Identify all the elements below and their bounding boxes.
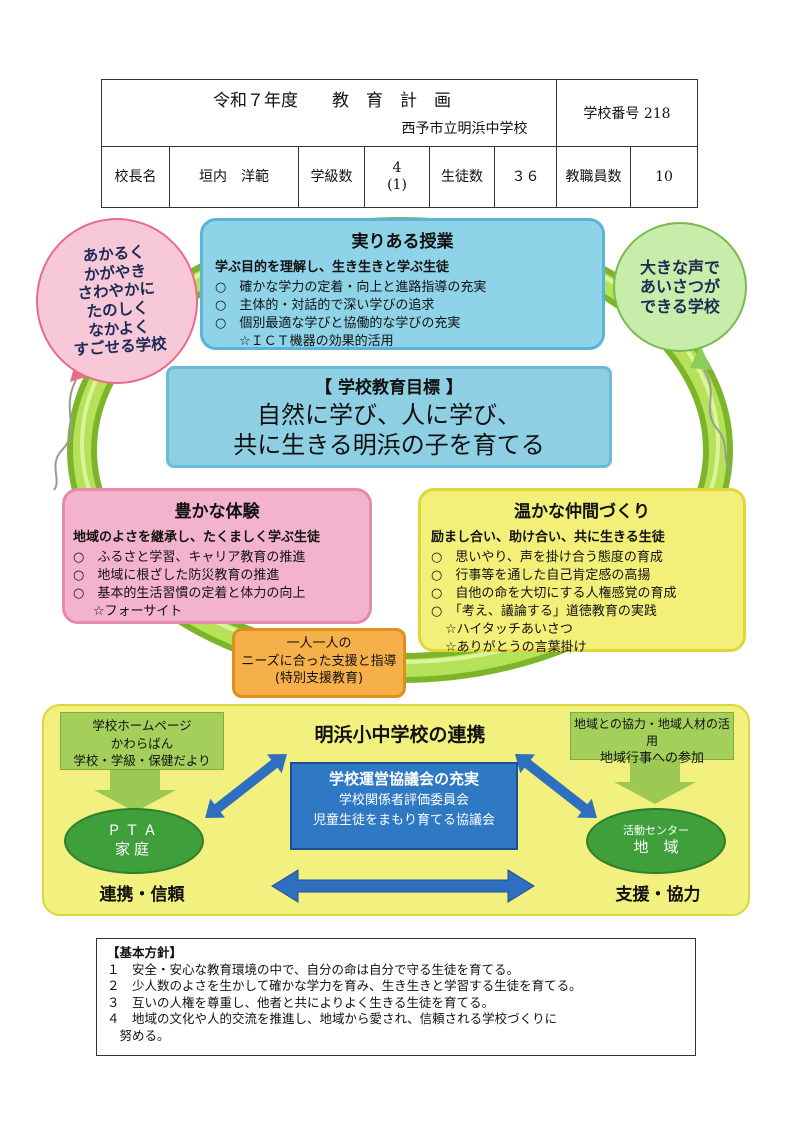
policy-item: ４ 地域の文化や人的交流を推進し、地域から愛され、信頼される学校づくりに (107, 1011, 558, 1026)
experience-item: ○ ふるさと学習、キャリア教育の推進 (73, 550, 306, 565)
classes-sub: (1) (387, 177, 407, 193)
classes-label: 学級数 (310, 168, 353, 185)
goal-panel: 【 学校教育目標 】 自然に学び、人に学び、 共に生きる明浜の子を育てる (166, 366, 612, 468)
goal-line2: 共に生きる明浜の子を育てる (233, 431, 545, 459)
policy-item: ３ 互いの人権を尊重し、他者と共によりよく生きる生徒を育てる。 (107, 994, 495, 1010)
friends-item: ☆ありがとうの言葉掛け (445, 639, 587, 655)
friends-subtitle: 励まし合い、助け合い、共に生きる生徒 (431, 530, 665, 545)
staff-value: 10 (655, 168, 673, 185)
experience-panel: 豊かな体験 地域のよさを継承し、たくましく学ぶ生徒 ○ ふるさと学習、キャリア教… (62, 488, 372, 624)
lessons-item: ○ 個別最適な学びと協働的な学びの充実 (215, 315, 461, 331)
policy-item: １ 安全・安心な教育環境の中で、自分の命は自分で守る生徒を育てる。 (107, 961, 520, 977)
school-info-line: 学校ホームページ (92, 718, 192, 733)
header-table: 令和７年度 教 育 計 画 西予市立明浜中学校 学校番号 218 校長名 垣内 … (101, 79, 698, 208)
experience-item: ○ 地域に根ざした防災教育の推進 (73, 567, 280, 583)
pta-label: ＰＴＡ (107, 823, 161, 840)
friends-item: ○ 行事等を通した自己肯定感の高揚 (431, 567, 651, 583)
home-label: 家庭 (114, 840, 153, 859)
balloon-right-line: 大きな声で (639, 258, 720, 278)
friends-item: ○ 自他の命を大切にする人権感覚の育成 (431, 585, 677, 601)
support-line: (特別支援教育) (274, 671, 364, 687)
left-caption: 連携・信頼 (99, 885, 185, 905)
community-info-box: 地域との協力・地域人材の活用 地域行事への参加 (570, 712, 734, 766)
classes-value: 4 (1) (365, 147, 429, 207)
policy-box: 【基本方針】 １ 安全・安心な教育環境の中で、自分の命は自分で守る生徒を育てる。… (96, 938, 696, 1056)
school-info-box: 学校ホームページ かわらばん 学校・学級・保健だより (60, 712, 224, 770)
lessons-subtitle: 学ぶ目的を理解し、生き生きと学ぶ生徒 (215, 260, 450, 275)
pta-oval: ＰＴＡ 家庭 (64, 808, 204, 874)
lessons-item: ☆ＩＣＴ機器の効果的活用 (239, 333, 394, 349)
principal-name: 垣内 洋範 (199, 168, 269, 185)
community-info-line: 地域行事への参加 (599, 750, 704, 766)
school-name: 西予市立明浜中学校 (401, 120, 528, 137)
balloon-right-line: あいさつが (639, 277, 720, 297)
council-line: 学校関係者評価委員会 (338, 792, 469, 808)
students-value: ３６ (511, 168, 540, 185)
school-info-line: かわらばん (110, 735, 174, 751)
balloon-right: 大きな声で あいさつが できる学校 (613, 222, 747, 352)
friends-title: 温かな仲間づくり (514, 502, 650, 522)
region-label: 地 域 (633, 838, 679, 857)
community-oval: 活動センター 地 域 (586, 808, 726, 874)
policy-item: 努める。 (107, 1027, 170, 1043)
center-label: 活動センター (623, 824, 689, 838)
right-caption: 支援・協力 (615, 885, 701, 905)
staff-label: 教職員数 (565, 168, 622, 185)
policy-heading: 【基本方針】 (107, 945, 183, 960)
experience-item: ☆フォーサイト (93, 603, 183, 619)
community-info-line: 地域との協力・地域人材の活用 (574, 717, 730, 748)
lessons-item: ○ 確かな学力の定着・向上と進路指導の充実 (215, 280, 487, 295)
support-line: 一人一人の (286, 636, 352, 651)
council-title: 学校運営協議会の充実 (328, 770, 479, 788)
goal-label: 【 学校教育目標 】 (315, 378, 463, 398)
experience-subtitle: 地域のよさを継承し、たくましく学ぶ生徒 (73, 530, 321, 545)
friends-item: ☆ハイタッチあいさつ (445, 621, 573, 637)
classes-count: 4 (392, 160, 402, 177)
principal-label: 校長名 (114, 168, 157, 185)
experience-title: 豊かな体験 (174, 502, 260, 522)
council-box: 学校運営協議会の充実 学校関係者評価委員会 児童生徒をまもり育てる協議会 (290, 762, 518, 850)
special-support-panel: 一人一人の ニーズに合った支援と指導 (特別支援教育) (232, 628, 406, 698)
friends-item: ○ 思いやり、声を掛け合う態度の育成 (431, 550, 663, 565)
experience-item: ○ 基本的生活習慣の定着と体力の向上 (73, 585, 306, 601)
lessons-panel: 実りある授業 学ぶ目的を理解し、生き生きと学ぶ生徒 ○ 確かな学力の定着・向上と… (200, 218, 605, 350)
policy-item: ２ 少人数のよさを生かして確かな学力を育み、生き生きと学習する生徒を育てる。 (107, 978, 582, 993)
school-number: 学校番号 218 (583, 105, 671, 122)
school-info-line: 学校・学級・保健だより (73, 753, 211, 768)
friends-item: ○ 「考え、議論する」道徳教育の実践 (431, 603, 657, 619)
lessons-title: 実りある授業 (351, 232, 454, 252)
goal-line1: 自然に学び、人に学び、 (257, 401, 521, 429)
friends-panel: 温かな仲間づくり 励まし合い、助け合い、共に生きる生徒 ○ 思いやり、声を掛け合… (418, 488, 746, 655)
lessons-item: ○ 主体的・対話的で深い学びの追求 (215, 297, 435, 313)
balloon-right-line: できる学校 (640, 296, 720, 316)
council-line: 児童生徒をまもり育てる協議会 (312, 813, 495, 829)
cooperation-title: 明浜小中学校の連携 (314, 724, 486, 746)
students-label: 生徒数 (441, 168, 483, 185)
plan-title: 令和７年度 教 育 計 画 (213, 90, 451, 111)
support-line: ニーズに合った支援と指導 (241, 653, 397, 669)
